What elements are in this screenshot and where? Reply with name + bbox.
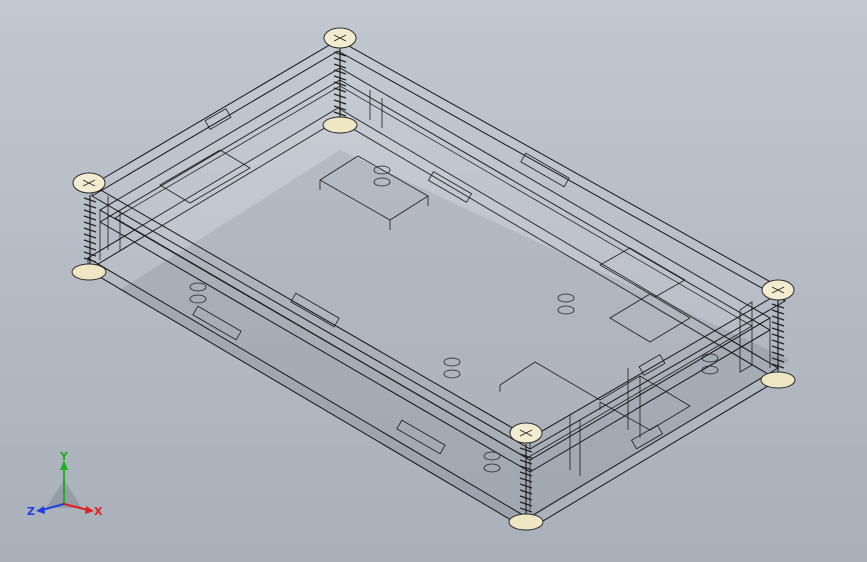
model-shadow xyxy=(120,150,790,525)
z-axis-label: Z xyxy=(27,505,35,518)
orientation-triad[interactable]: Y X Z xyxy=(24,448,104,528)
y-axis-arrow xyxy=(60,460,68,470)
x-axis xyxy=(63,503,89,511)
cutouts xyxy=(107,90,753,476)
middle-frame[interactable] xyxy=(99,67,771,510)
x-axis-label: X xyxy=(94,505,103,518)
z-axis xyxy=(41,503,65,511)
screw-front-left[interactable] xyxy=(71,172,107,281)
x-axis-arrow xyxy=(85,506,94,514)
screw-front-right[interactable] xyxy=(508,422,544,531)
y-axis-label: Y xyxy=(59,450,69,463)
z-axis-arrow xyxy=(36,506,45,514)
screw-back-left[interactable] xyxy=(322,27,358,134)
screw-back-right[interactable] xyxy=(760,279,796,389)
